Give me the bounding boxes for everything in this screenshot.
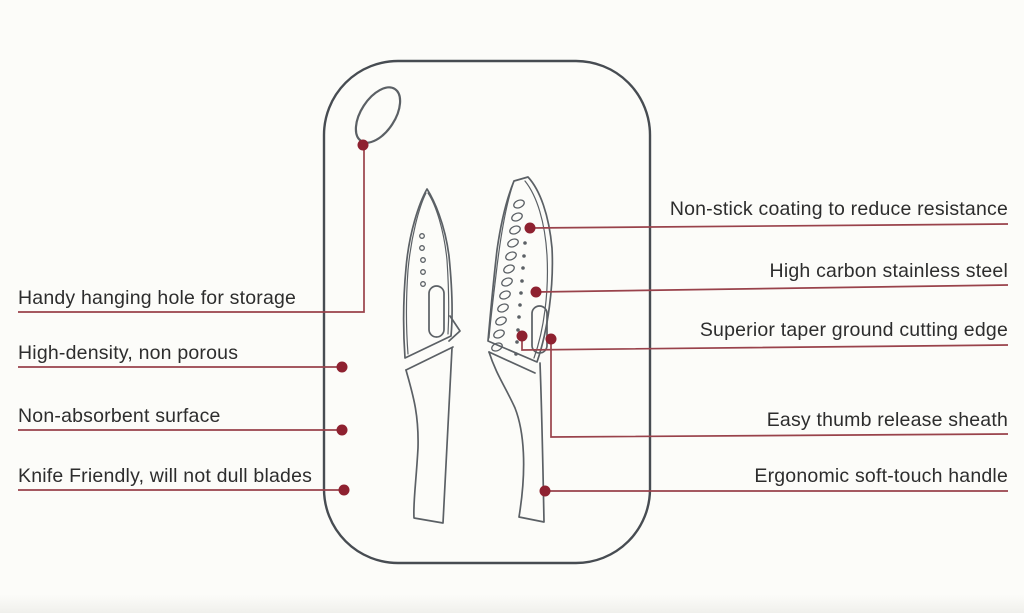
- paring-sheath-flap: [448, 315, 461, 342]
- santoku-sheath-outline: [487, 176, 554, 363]
- paring-sheath-inner-right: [427, 192, 450, 335]
- callout-dot-thumb-release: [545, 333, 557, 345]
- callout-dot-cutting-edge: [516, 330, 528, 342]
- paring-rivet-dot: [420, 281, 426, 287]
- paring-knife-in-sheath: [402, 188, 461, 524]
- leader-high-carbon: [535, 284, 1009, 293]
- paring-thumb-slot: [428, 285, 445, 338]
- callout-label-knife-friendly: Knife Friendly, will not dull blades: [18, 465, 313, 487]
- callout-label-non-stick: Non-stick coating to reduce resistance: [669, 198, 1008, 220]
- leader-non-stick: [529, 223, 1009, 229]
- callout-label-hanging-hole: Handy hanging hole for storage: [18, 287, 297, 309]
- santoku-dimples: [491, 199, 525, 352]
- paring-rivet-dot: [419, 233, 425, 239]
- santoku-sheath-inner-right: [524, 180, 549, 359]
- callout-dot-knife-friendly: [338, 484, 350, 496]
- callout-dot-non-absorbent: [336, 424, 348, 436]
- santoku-handle: [488, 351, 545, 523]
- callout-label-high-density: High-density, non porous: [18, 342, 239, 364]
- callout-label-non-absorbent: Non-absorbent surface: [18, 405, 221, 427]
- paring-sheath-outline: [402, 188, 453, 359]
- leader-thumb-release: [550, 339, 1009, 438]
- callout-label-cutting-edge: Superior taper ground cutting edge: [699, 319, 1008, 341]
- callout-label-high-carbon: High carbon stainless steel: [769, 260, 1008, 282]
- leader-lines: [18, 146, 1009, 492]
- paring-sheath-inner-left: [405, 192, 427, 355]
- paring-sheath-mouth: [405, 346, 454, 371]
- santoku-sheath-inner-left: [488, 183, 514, 339]
- callout-dot-handle: [539, 485, 551, 497]
- callout-dot-hanging-hole: [357, 139, 369, 151]
- paring-rivet-dot: [420, 257, 426, 263]
- cutting-board: [322, 59, 652, 565]
- callout-label-thumb-release: Easy thumb release sheath: [766, 409, 1008, 431]
- callout-dot-high-density: [336, 361, 348, 373]
- hanging-hole: [354, 86, 402, 144]
- santoku-sheath-mouth: [488, 351, 536, 374]
- callout-dot-non-stick: [524, 222, 536, 234]
- santoku-thumb-slot: [531, 305, 548, 354]
- cutting-board-outline: [322, 59, 652, 565]
- santoku-rivet-dots: [514, 241, 527, 356]
- callout-dot-high-carbon: [530, 286, 542, 298]
- paring-handle: [405, 347, 453, 524]
- callout-dots: [336, 139, 557, 497]
- callout-label-handle: Ergonomic soft-touch handle: [754, 465, 1008, 487]
- paring-rivet-dot: [420, 269, 426, 275]
- santoku-knife-in-sheath: [487, 176, 554, 523]
- paring-rivet-dot: [419, 245, 425, 251]
- leader-hanging-hole: [18, 146, 365, 313]
